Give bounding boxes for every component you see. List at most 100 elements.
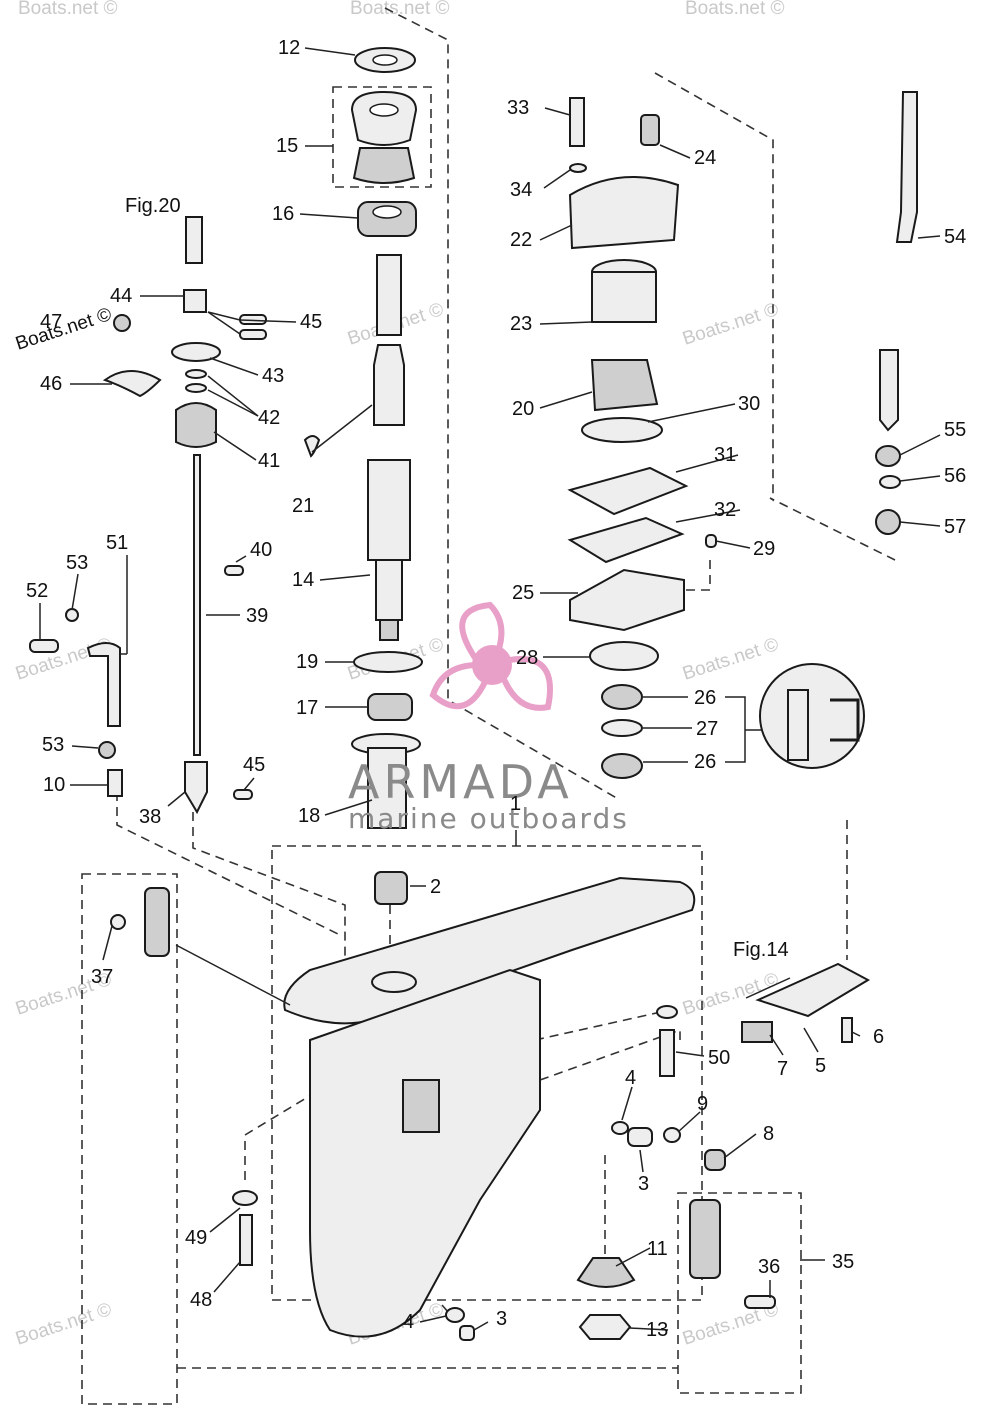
fig-ref: Fig.20 bbox=[125, 195, 181, 217]
propeller-blade-icon bbox=[429, 661, 492, 710]
part-3-screw-b bbox=[459, 1325, 475, 1341]
part-14-spline bbox=[379, 619, 399, 641]
part-50-bolt bbox=[659, 1029, 675, 1077]
propeller-blade-icon bbox=[459, 601, 505, 669]
armada-logo: ARMADA marine outboards bbox=[348, 601, 627, 835]
callout: 12 bbox=[278, 37, 300, 59]
part-19-seal bbox=[353, 651, 423, 673]
part-42-ring-a bbox=[185, 369, 207, 379]
part-37-anode bbox=[144, 887, 170, 957]
part-42-ring-b bbox=[185, 383, 207, 393]
part-32-gasket bbox=[567, 516, 685, 564]
part-30-gasket bbox=[581, 417, 663, 443]
callout: 32 bbox=[714, 499, 736, 521]
part-16-bearing bbox=[357, 201, 417, 237]
callout-labels: 1 2 3 3 4 4 5 6 7 8 9 10 11 12 13 14 15 … bbox=[26, 37, 966, 1341]
part-54-tube-bottom bbox=[879, 349, 899, 432]
part-14-shaft-mid bbox=[373, 344, 405, 426]
group-box-37 bbox=[81, 873, 178, 1405]
guide-38 bbox=[192, 812, 346, 970]
watermark: Boats.net © bbox=[680, 299, 781, 350]
detail-shaft bbox=[787, 689, 809, 761]
part-43-oring bbox=[171, 342, 221, 362]
part-17-spring bbox=[367, 693, 413, 721]
part-36-bolt bbox=[744, 1295, 776, 1309]
callout: 25 bbox=[512, 582, 534, 604]
callout: 10 bbox=[43, 774, 65, 796]
callout: 45 bbox=[243, 754, 265, 776]
part-51-hose bbox=[86, 642, 121, 727]
part-14-shaft-low bbox=[375, 559, 403, 621]
part-40-pin bbox=[224, 565, 244, 576]
group-box-35 bbox=[677, 1192, 802, 1394]
callout: 14 bbox=[292, 569, 314, 591]
part-14-shaft-body bbox=[367, 459, 411, 561]
group-box-1 bbox=[271, 845, 703, 1301]
part-52-fitting bbox=[29, 639, 59, 653]
part-20-impeller bbox=[590, 359, 659, 412]
callout: 18 bbox=[298, 805, 320, 827]
part-31-plate bbox=[567, 466, 689, 516]
fig20-rod bbox=[185, 216, 203, 264]
callout: 38 bbox=[139, 806, 161, 828]
part-29-pin bbox=[705, 534, 717, 548]
watermark-dark: Boats.net © bbox=[13, 304, 114, 355]
callout: 52 bbox=[26, 580, 48, 602]
part-9-washer bbox=[663, 1127, 681, 1143]
guide-50b bbox=[539, 1028, 681, 1081]
callout: 7 bbox=[777, 1058, 788, 1080]
propeller-blade-icon bbox=[496, 656, 553, 711]
callout: 3 bbox=[638, 1173, 649, 1195]
part-1-inlet bbox=[402, 1079, 440, 1133]
part-18-sleeve bbox=[367, 747, 407, 829]
callout: 15 bbox=[276, 135, 298, 157]
leader-lines bbox=[39, 47, 941, 1331]
part-15-gear bbox=[352, 147, 416, 184]
callout: 5 bbox=[815, 1055, 826, 1077]
callout: 17 bbox=[296, 697, 318, 719]
callout: 2 bbox=[430, 876, 441, 898]
part-26-bearing-a bbox=[601, 684, 643, 710]
watermark: Boats.net © bbox=[13, 634, 114, 685]
part-45-pin-b bbox=[239, 329, 267, 340]
callout: 57 bbox=[944, 516, 966, 538]
part-26-bearing-b bbox=[601, 753, 643, 779]
callout: 1 bbox=[510, 793, 521, 815]
callout: 6 bbox=[873, 1026, 884, 1048]
part-47-bolt bbox=[113, 314, 131, 332]
part-49-washer bbox=[232, 1190, 258, 1206]
callout: 22 bbox=[510, 229, 532, 251]
part-11-gear bbox=[576, 1257, 636, 1288]
watermark: Boats.net © bbox=[350, 0, 450, 19]
propeller-hub-icon bbox=[472, 645, 512, 685]
callout: 24 bbox=[694, 147, 716, 169]
callout: 55 bbox=[944, 419, 966, 441]
part-53-clip-a bbox=[65, 608, 79, 622]
watermark: Boats.net © bbox=[680, 969, 781, 1020]
part-23-insert bbox=[591, 271, 657, 323]
part-8-screw bbox=[704, 1149, 726, 1171]
part-2-bushing bbox=[374, 871, 408, 905]
part-6-screw bbox=[841, 1017, 853, 1043]
callout: 44 bbox=[110, 285, 132, 307]
callout: 54 bbox=[944, 226, 966, 248]
parts bbox=[29, 47, 918, 1341]
callout: 28 bbox=[516, 647, 538, 669]
watermark: Boats.net © bbox=[680, 634, 781, 685]
part-27-spacer bbox=[601, 719, 643, 737]
callout: 47 bbox=[40, 311, 62, 333]
callout: 34 bbox=[510, 179, 532, 201]
callout: 11 bbox=[647, 1238, 668, 1260]
part-46-plate bbox=[102, 370, 162, 398]
callout: 56 bbox=[944, 465, 966, 487]
part-45-pin-c bbox=[233, 789, 253, 800]
part-3-screw bbox=[627, 1127, 653, 1147]
callout: 20 bbox=[512, 398, 534, 420]
part-22-housing bbox=[568, 176, 680, 250]
brand-name: ARMADA bbox=[348, 755, 573, 809]
part-4-washer-b bbox=[445, 1307, 465, 1323]
callout: 8 bbox=[763, 1123, 774, 1145]
part-39-rod bbox=[193, 454, 201, 756]
shaft-guide-line bbox=[384, 7, 621, 801]
callout: 53 bbox=[42, 734, 64, 756]
